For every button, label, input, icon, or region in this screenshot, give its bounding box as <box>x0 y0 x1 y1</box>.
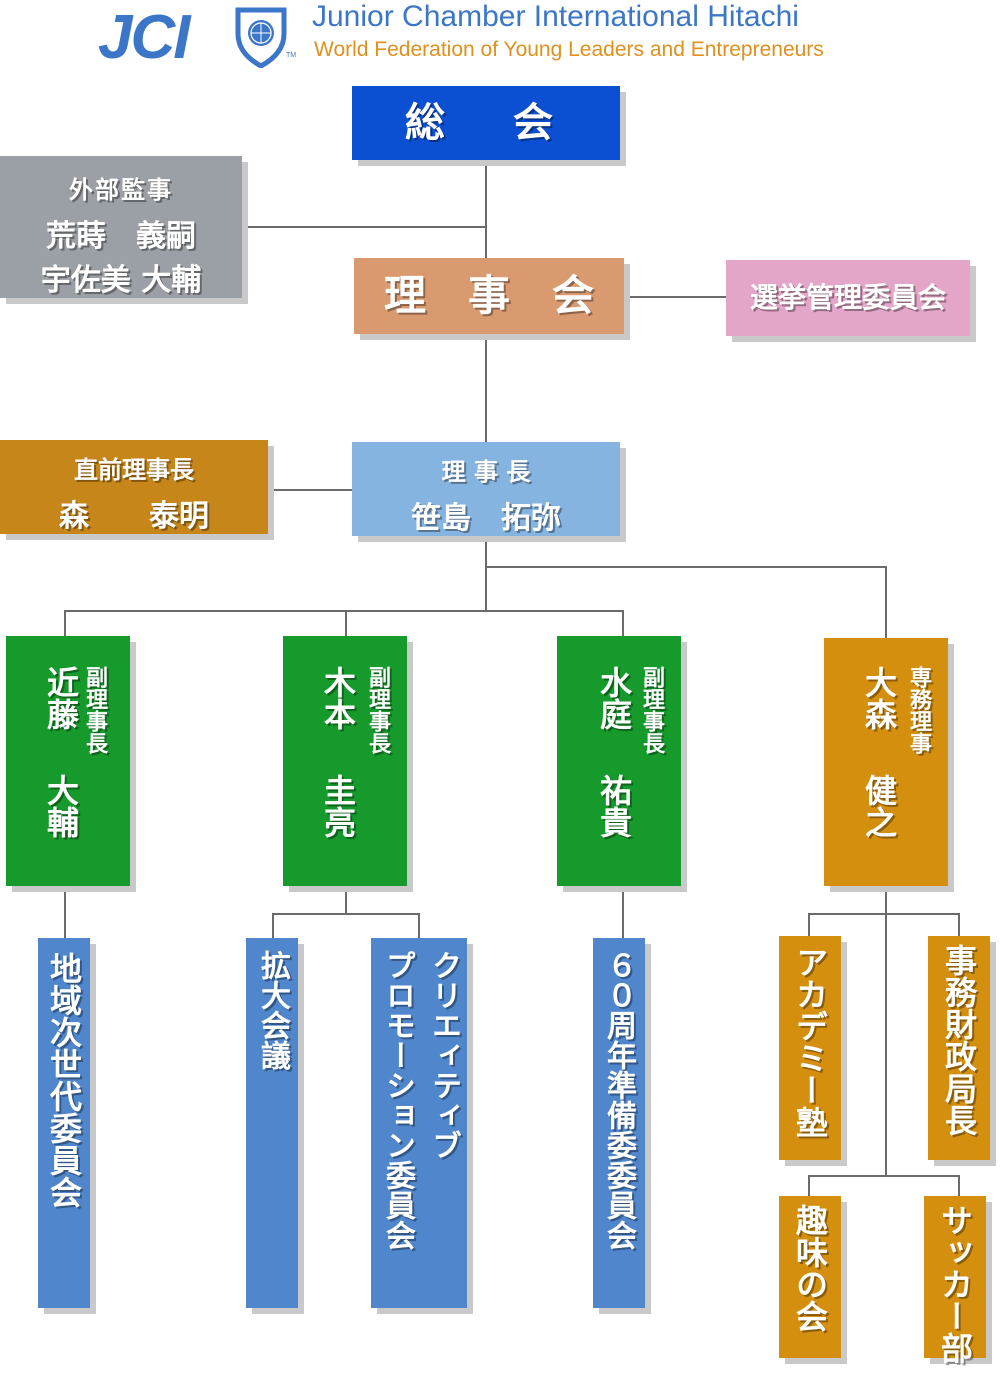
general-assembly-title: 総 会 <box>405 100 567 146</box>
connector <box>622 610 624 636</box>
president-title: 理 事 長 <box>441 458 531 486</box>
election-committee-box: 選挙管理委員会 <box>726 260 970 336</box>
connector <box>272 913 274 938</box>
auditor-title: 外部監事 <box>69 176 173 204</box>
connector <box>268 489 354 491</box>
org-name-text: Junior Chamber International <box>312 0 699 33</box>
org-name: Junior Chamber International Hitachi <box>312 0 799 34</box>
connector <box>808 1175 810 1197</box>
auditor-member: 宇佐美 大輔 <box>40 263 202 298</box>
connector <box>345 886 347 914</box>
committee-title: 事務財政局長 <box>940 944 978 1136</box>
jci-logo-text: JCI <box>98 3 190 72</box>
committee-title: 拡大会議 <box>255 950 290 1070</box>
president-name: 笹島 拓弥 <box>411 501 561 536</box>
connector <box>64 610 624 612</box>
trademark-mark: TM <box>286 52 297 59</box>
past-president-title: 直前理事長 <box>74 456 194 484</box>
vice-president-box: 副理事長 水庭 祐貴 <box>557 636 681 886</box>
committee-title: アカデミー塾 <box>791 946 829 1138</box>
org-city: Hitachi <box>707 0 799 33</box>
committee-title: ６０周年準備委委員会 <box>601 950 636 1250</box>
connector <box>485 566 887 568</box>
connector <box>622 886 624 938</box>
connector <box>485 535 487 611</box>
auditor-member: 荒蒔 義嗣 <box>46 219 196 254</box>
connector <box>485 333 487 443</box>
committee-title: 趣味の会 <box>791 1204 829 1332</box>
connector <box>485 160 487 260</box>
connector <box>808 913 810 937</box>
vice-president-surname: 木本 <box>319 666 357 730</box>
connector <box>64 610 66 636</box>
committee-box: 趣味の会 <box>779 1196 841 1358</box>
connector <box>272 913 420 915</box>
connector <box>418 913 420 938</box>
board-box: 理 事 会 <box>354 258 624 334</box>
committee-title: サッカー部 <box>936 1204 974 1364</box>
committee-title-line1: クリエィティブ <box>426 950 461 1160</box>
connector <box>958 1175 960 1197</box>
connector <box>808 913 960 915</box>
past-president-name: 森 泰明 <box>59 499 209 534</box>
vice-president-given: 祐貴 <box>595 774 633 838</box>
connector <box>242 226 486 228</box>
president-box: 理 事 長 笹島 拓弥 <box>352 442 620 536</box>
vice-president-role: 副理事長 <box>365 666 390 754</box>
connector <box>624 296 726 298</box>
vice-president-surname: 水庭 <box>595 666 633 730</box>
election-committee-title: 選挙管理委員会 <box>749 281 946 314</box>
general-assembly-box: 総 会 <box>352 86 620 160</box>
executive-director-given: 健之 <box>860 774 898 838</box>
committee-box: アカデミー塾 <box>779 936 841 1160</box>
vice-president-role: 副理事長 <box>639 666 664 754</box>
committee-box: 拡大会議 <box>246 938 298 1308</box>
committee-box: サッカー部 <box>924 1196 986 1364</box>
connector <box>885 886 887 1176</box>
executive-director-surname: 大森 <box>860 666 898 730</box>
connector <box>345 610 347 636</box>
committee-box: 地域次世代委員会 <box>38 938 90 1308</box>
executive-director-role: 専務理事 <box>906 666 931 754</box>
connector <box>808 1175 960 1177</box>
jci-emblem-icon <box>232 6 290 69</box>
connector <box>958 913 960 937</box>
committee-box: クリエィティブ プロモーション委員会 <box>371 938 467 1308</box>
vice-president-role: 副理事長 <box>82 666 107 754</box>
org-tagline: World Federation of Young Leaders and En… <box>314 38 824 61</box>
executive-director-box: 専務理事 大森 健之 <box>824 638 948 886</box>
board-title: 理 事 会 <box>383 271 594 320</box>
vice-president-given: 大輔 <box>42 774 80 838</box>
past-president-box: 直前理事長 森 泰明 <box>0 440 268 534</box>
vice-president-box: 副理事長 近藤 大輔 <box>6 636 130 886</box>
committee-box: 事務財政局長 <box>928 936 990 1160</box>
vice-president-surname: 近藤 <box>42 666 80 730</box>
vice-president-box: 副理事長 木本 圭亮 <box>283 636 407 886</box>
auditor-box: 外部監事 荒蒔 義嗣 宇佐美 大輔 <box>0 156 242 298</box>
committee-box: ６０周年準備委委員会 <box>593 938 645 1308</box>
committee-title: 地域次世代委員会 <box>45 952 83 1208</box>
vice-president-given: 圭亮 <box>319 774 357 838</box>
connector <box>885 566 887 638</box>
connector <box>64 886 66 938</box>
committee-title-line2: プロモーション委員会 <box>380 950 415 1250</box>
